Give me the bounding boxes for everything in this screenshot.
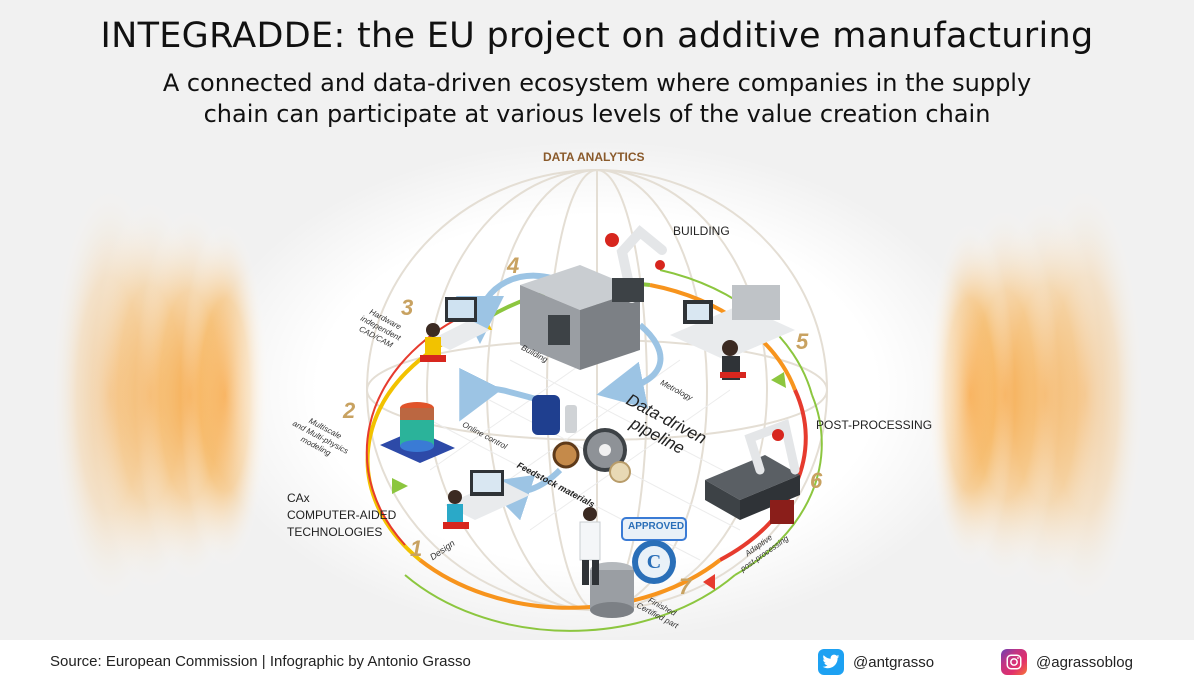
step-4-number: 4 <box>507 253 520 278</box>
cax-line-2: COMPUTER-AIDED <box>287 508 397 522</box>
post-processing-label: POST-PROCESSING <box>816 418 933 432</box>
approved-text: APPROVED <box>628 521 685 532</box>
page-subtitle: A connected and data-driven ecosystem wh… <box>0 68 1194 130</box>
building-machine <box>520 225 667 370</box>
left-glow <box>50 180 270 610</box>
ecosystem-diagram <box>50 140 1145 640</box>
design-workstation <box>443 470 530 529</box>
instagram-handle: @agrassoblog <box>1036 653 1133 671</box>
cax-line-3: TECHNOLOGIES <box>287 525 383 539</box>
feedstock-materials <box>532 395 631 483</box>
process-ring <box>365 269 823 632</box>
source-credit: Source: European Commission | Infographi… <box>50 653 471 670</box>
page-title: INTEGRADDE: the EU project on additive m… <box>100 16 1094 56</box>
multiphysics-model <box>380 402 455 463</box>
step-3-number: 3 <box>401 295 414 320</box>
cax-line-1: CAx <box>287 491 310 505</box>
twitter-handle: @antgrasso <box>853 653 935 671</box>
instagram-icon <box>1001 649 1027 675</box>
twitter-icon <box>818 649 844 675</box>
subtitle-line-2: chain can participate at various levels … <box>203 100 991 128</box>
data-analytics-label: DATA ANALYTICS <box>543 150 645 164</box>
step-2-number: 2 <box>343 398 356 423</box>
building-label: BUILDING <box>673 224 730 238</box>
step-5-number: 5 <box>796 329 809 354</box>
metrology-station <box>670 285 795 380</box>
instagram-link[interactable]: @agrassoblog <box>1001 648 1133 676</box>
finished-part-station <box>579 507 634 618</box>
footer <box>0 640 1194 683</box>
cad-cam-workstation <box>420 297 490 362</box>
step-1-number: 1 <box>410 536 423 561</box>
post-processing-robot <box>705 418 800 524</box>
step-6-number: 6 <box>810 468 823 493</box>
step-7-number: 7 <box>679 574 692 599</box>
subtitle-line-1: A connected and data-driven ecosystem wh… <box>162 69 1032 97</box>
approved-badge <box>621 517 687 584</box>
cax-label: CAx COMPUTER-AIDED TECHNOLOGIES <box>287 490 396 541</box>
approved-mark: C <box>646 551 662 573</box>
twitter-link[interactable]: @antgrasso <box>818 648 934 676</box>
